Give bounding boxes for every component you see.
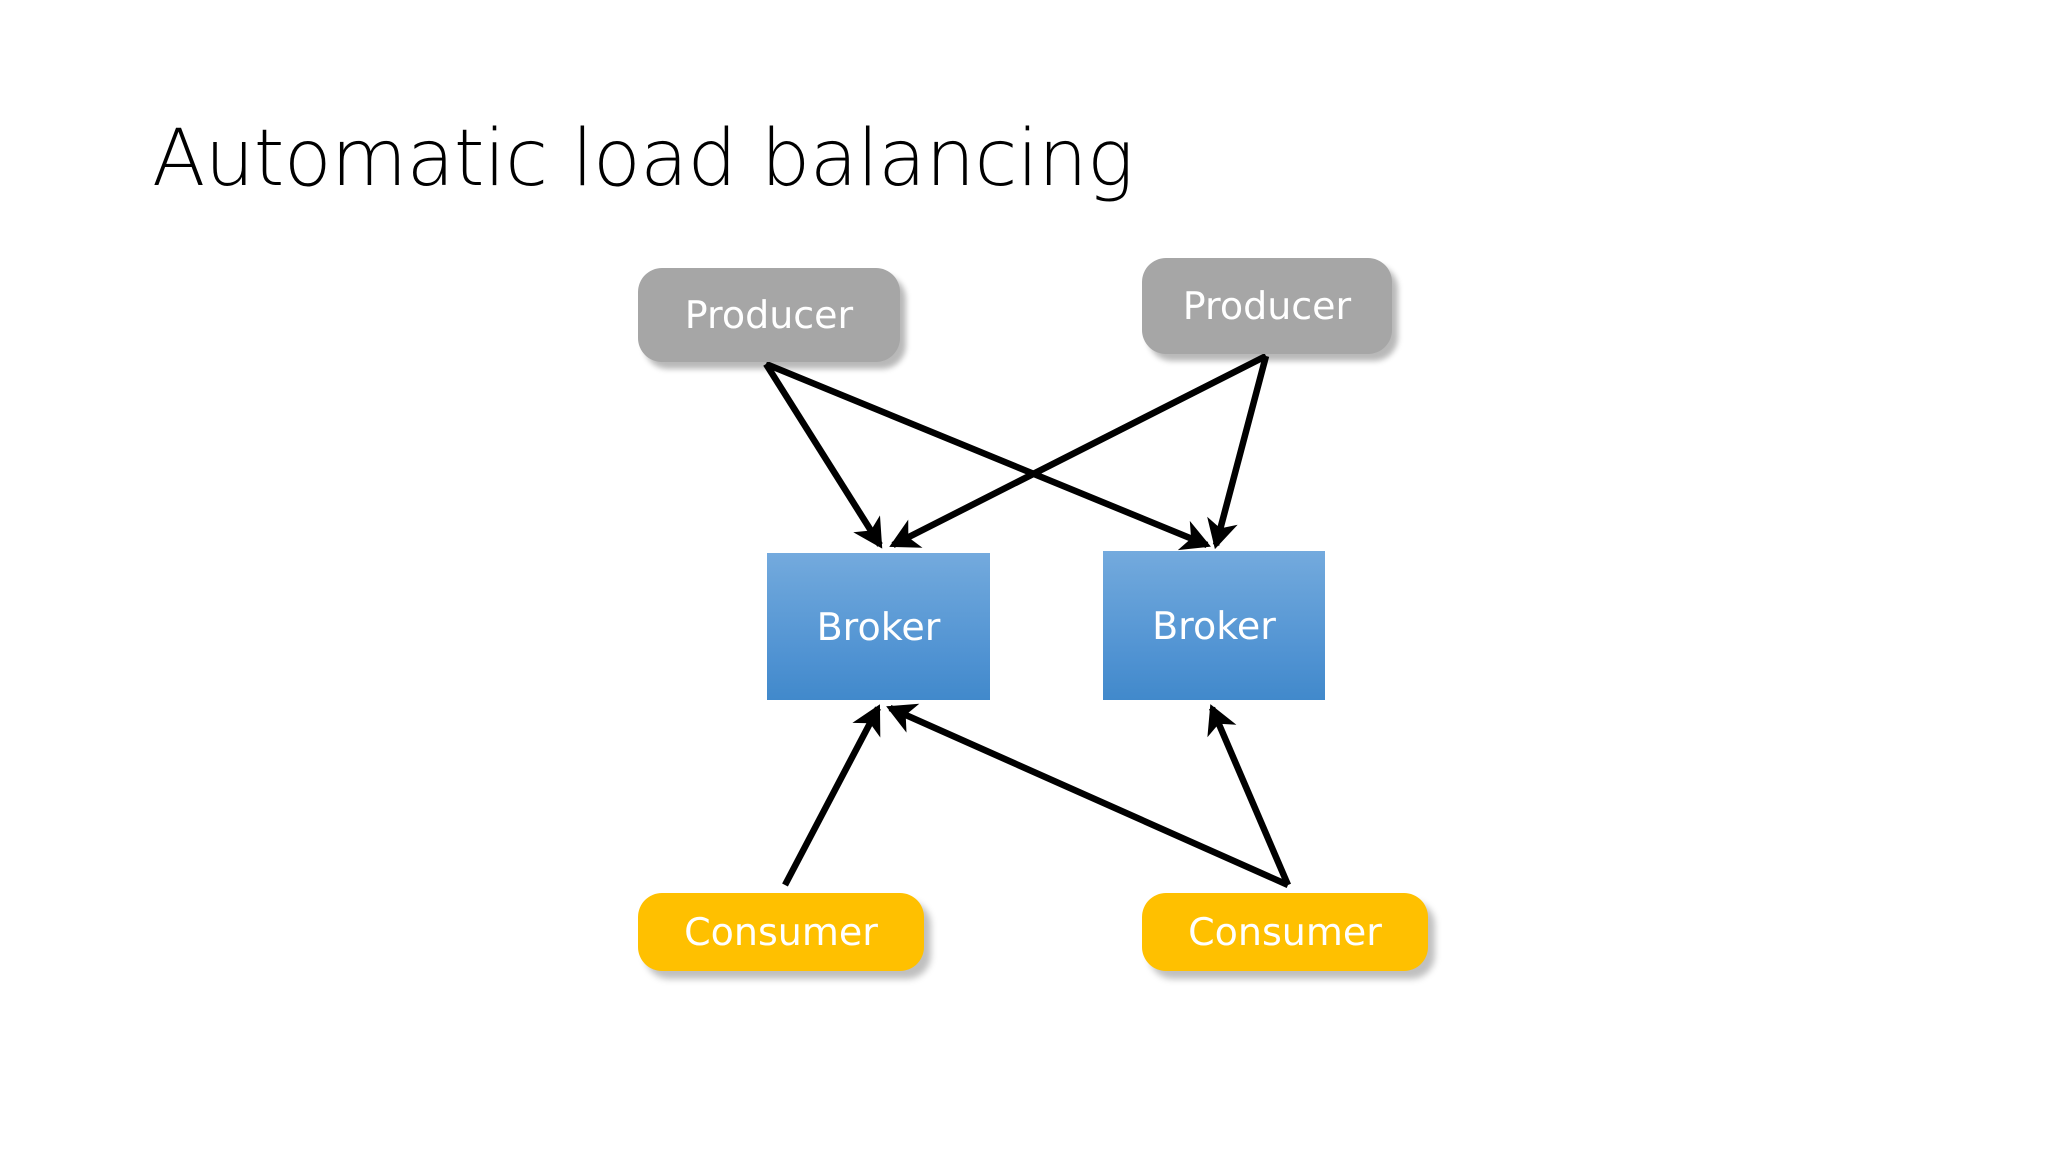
node-broker-right[interactable]: Broker: [1103, 551, 1325, 700]
node-label: Producer: [684, 293, 854, 337]
node-producer-right[interactable]: Producer: [1142, 258, 1392, 354]
page-title: Automatic load balancing: [152, 114, 1134, 204]
node-consumer-left[interactable]: Consumer: [638, 893, 924, 971]
node-label: Consumer: [684, 910, 878, 954]
edge-consumer-left-to-broker-left: [782, 704, 881, 887]
node-label: Broker: [816, 604, 941, 649]
edge-producer-right-to-broker-left: [889, 353, 1268, 548]
node-producer-left[interactable]: Producer: [638, 268, 900, 362]
edge-producer-left-to-broker-left: [763, 362, 883, 549]
node-consumer-right[interactable]: Consumer: [1142, 893, 1428, 971]
node-label: Broker: [1152, 603, 1276, 648]
node-label: Consumer: [1188, 910, 1382, 954]
edge-producer-left-to-broker-right: [764, 360, 1211, 551]
node-label: Producer: [1182, 284, 1352, 328]
edge-producer-right-to-broker-right: [1207, 355, 1270, 550]
edge-consumer-right-to-broker-right: [1207, 704, 1291, 887]
edge-consumer-right-to-broker-left: [886, 703, 1290, 888]
node-broker-left[interactable]: Broker: [767, 553, 990, 700]
